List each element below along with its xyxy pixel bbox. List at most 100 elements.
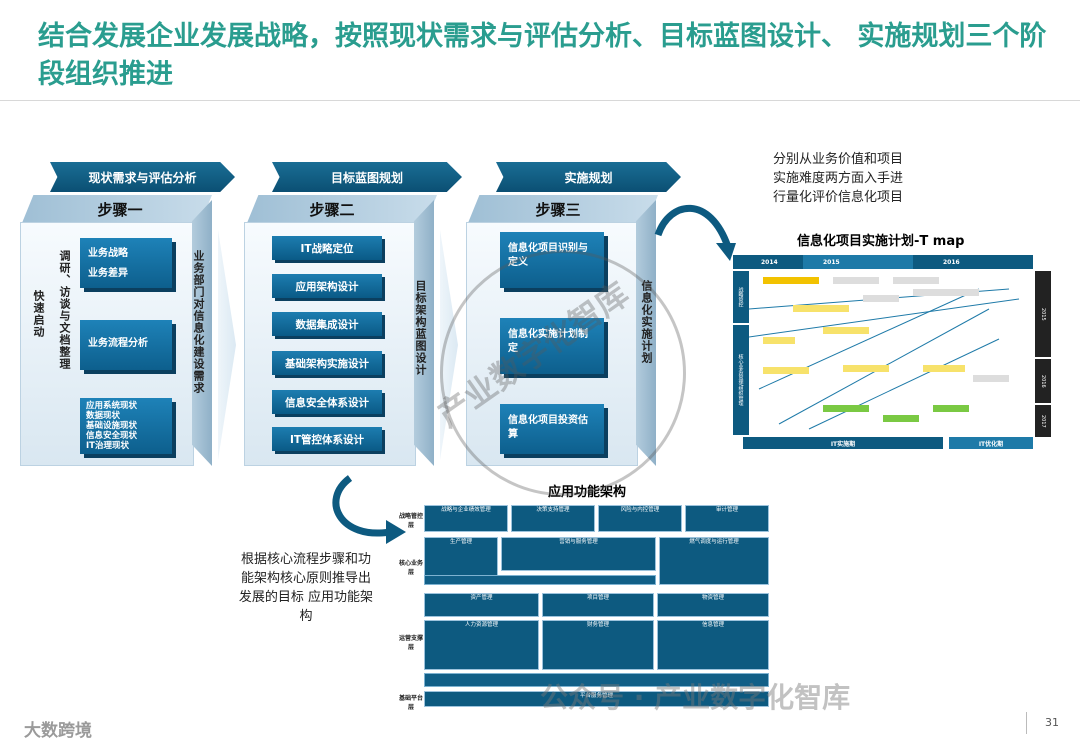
tmap-right-label-2: 2016 xyxy=(1035,359,1051,403)
arch-group-top-1: 战略与企业绩效管理 xyxy=(424,505,508,532)
step1-block-strategy: 业务战略 业务差异 xyxy=(80,238,172,288)
arch-group-label: 营销与服务管理 xyxy=(559,539,598,545)
arch-group-top-3: 风险与内控管理 xyxy=(598,505,682,532)
tmap-side-label-2: 核心业务管理/组织管理 xyxy=(733,325,749,435)
architecture-diagram: 战略管控层 核心业务层 运营支撑层 基础平台层 战略与企业绩效管理 决策支持管理… xyxy=(398,503,770,711)
step2-item-infra: 基础架构实施设计 xyxy=(272,351,382,375)
tmap-item xyxy=(763,367,809,374)
tmap-item xyxy=(823,327,869,334)
curved-arrow-icon xyxy=(654,204,736,261)
step1-block-status: 应用系统现状 数据现状 基础设施现状 信息安全现状 IT治理现状 xyxy=(80,398,172,454)
tmap-item xyxy=(933,405,969,412)
wechat-watermark: 公众号 · 产业数字化智库 xyxy=(540,681,851,714)
arch-group-top-4: 审计管理 xyxy=(685,505,769,532)
tmap-right-label-1: 2015 xyxy=(1035,271,1051,357)
step1-block-process: 业务流程分析 xyxy=(80,320,172,370)
step2-box-side xyxy=(414,200,434,466)
step3-title: 步骤三 xyxy=(535,201,581,219)
tmap-item xyxy=(893,277,939,284)
arch-group-label: 生产管理 xyxy=(449,539,472,545)
block-line: 数据现状 xyxy=(86,411,121,421)
step1-box-side xyxy=(192,200,212,466)
arch-cell xyxy=(424,575,656,585)
tmap-right-label-3: 2017 xyxy=(1035,405,1051,437)
step1-label-quick-start: 快速启动 xyxy=(32,290,45,338)
block-line: 应用系统现状 xyxy=(86,401,138,411)
footer-divider xyxy=(1026,712,1027,734)
arch-group-support-3: 物资管理 xyxy=(657,593,769,617)
arch-group-label: 风险与内控管理 xyxy=(620,507,660,513)
step1-title: 步骤一 xyxy=(97,201,143,219)
tmap-bottom-label-2: IT优化期 xyxy=(949,437,1033,449)
arch-group-top-2: 决策支持管理 xyxy=(511,505,595,532)
title-divider xyxy=(0,100,1080,101)
arch-group-support-2: 项目管理 xyxy=(542,593,654,617)
curved-arrow-icon xyxy=(332,475,406,544)
arch-group-label: 燃气调度与运行管理 xyxy=(689,539,739,545)
tmap-item xyxy=(763,337,795,344)
arch-group-support-1: 资产管理 xyxy=(424,593,539,617)
note-architecture: 根据核心流程步骤和功能架构核心原则推导出发展的目标 应用功能架构 xyxy=(238,552,374,624)
watermark-stamp xyxy=(440,250,686,496)
arch-group-support-4: 人力资源管理 xyxy=(424,620,539,670)
arch-group-label: 战略与企业绩效管理 xyxy=(441,507,491,513)
tmap-item xyxy=(823,405,869,412)
step1-box-top xyxy=(22,195,212,223)
arch-group-support-6: 信息管理 xyxy=(657,620,769,670)
step2-item-app-arch: 应用架构设计 xyxy=(272,274,382,298)
arch-group-label: 项目管理 xyxy=(586,595,609,601)
arch-group-label: 资产管理 xyxy=(470,595,493,601)
arch-group-label: 财务管理 xyxy=(586,622,609,628)
phase-banner-1: 现状需求与评估分析 xyxy=(50,162,235,192)
step2-item-it-governance: IT管控体系设计 xyxy=(272,427,382,451)
phase-banner-2: 目标蓝图规划 xyxy=(272,162,462,192)
tmap-item xyxy=(913,289,979,296)
tmap-item xyxy=(973,375,1009,382)
arch-group-label: 决策支持管理 xyxy=(536,507,570,513)
tmap-item xyxy=(763,277,819,284)
arch-group-core-3: 燃气调度与运行管理 xyxy=(659,537,769,585)
step1-label-research: 调研、访谈与文档整理 xyxy=(58,250,71,370)
arch-group-label: 信息管理 xyxy=(701,622,724,628)
tmap-item xyxy=(883,415,919,422)
note-evaluation: 分别从业务价值和项目实施难度两方面入手进行量化评价信息化项目 xyxy=(772,152,903,205)
tmap-item xyxy=(833,277,879,284)
tmap-item xyxy=(793,305,849,312)
tmap-year-2015: 2015 xyxy=(803,255,913,269)
page-title: 结合发展企业发展战略，按照现状需求与评估分析、目标蓝图设计、 实施规划三个阶段组… xyxy=(38,21,1047,90)
step2-item-security: 信息安全体系设计 xyxy=(272,390,382,414)
arch-group-core-2: 营销与服务管理 xyxy=(501,537,656,571)
tmap-side-label-1: 战略管控 xyxy=(733,271,749,323)
step2-title: 步骤二 xyxy=(309,201,355,219)
arch-row-label: 基础平台层 xyxy=(398,695,423,711)
arch-row-label: 战略管控层 xyxy=(398,513,423,529)
block-line: 基础设施现状 xyxy=(86,421,138,431)
step1-right-label: 业务部门对信息化建设需求 xyxy=(192,250,205,394)
tmap-item xyxy=(843,365,889,372)
step2-item-it-strategy: IT战略定位 xyxy=(272,236,382,260)
tmap-year-2014: 2014 xyxy=(733,255,803,269)
tmap-chart: 2014 2015 2016 战略管控 核心业务管理/组织管理 2015 201… xyxy=(733,255,1051,453)
tmap-item xyxy=(863,295,899,302)
block-line: 业务战略 xyxy=(88,248,128,259)
block-line: 业务流程分析 xyxy=(88,338,148,349)
page-number: 31 xyxy=(1045,716,1059,729)
arch-group-label: 物资管理 xyxy=(701,595,724,601)
step2-box xyxy=(244,222,416,466)
arch-group-label: 人力资源管理 xyxy=(464,622,498,628)
arch-group-base: 平台服务管理 xyxy=(424,691,769,707)
arch-group-label: 平台服务管理 xyxy=(579,693,613,699)
footer-logo: 大数跨境 xyxy=(24,721,92,741)
block-line: 业务差异 xyxy=(88,268,128,279)
arch-cell xyxy=(424,673,769,687)
tmap-title: 信息化项目实施计划-T map xyxy=(797,234,965,249)
tmap-year-2016: 2016 xyxy=(913,255,1033,269)
arch-row-label: 核心业务层 xyxy=(398,560,423,576)
arch-group-label: 审计管理 xyxy=(715,507,738,513)
tmap-bottom-label-1: IT实施期 xyxy=(743,437,943,449)
block-line: 信息安全现状 xyxy=(86,431,138,441)
tmap-item xyxy=(923,365,965,372)
block-line: IT治理现状 xyxy=(86,441,129,451)
tmap-lanes xyxy=(749,288,1020,430)
step2-box-top xyxy=(247,195,437,223)
